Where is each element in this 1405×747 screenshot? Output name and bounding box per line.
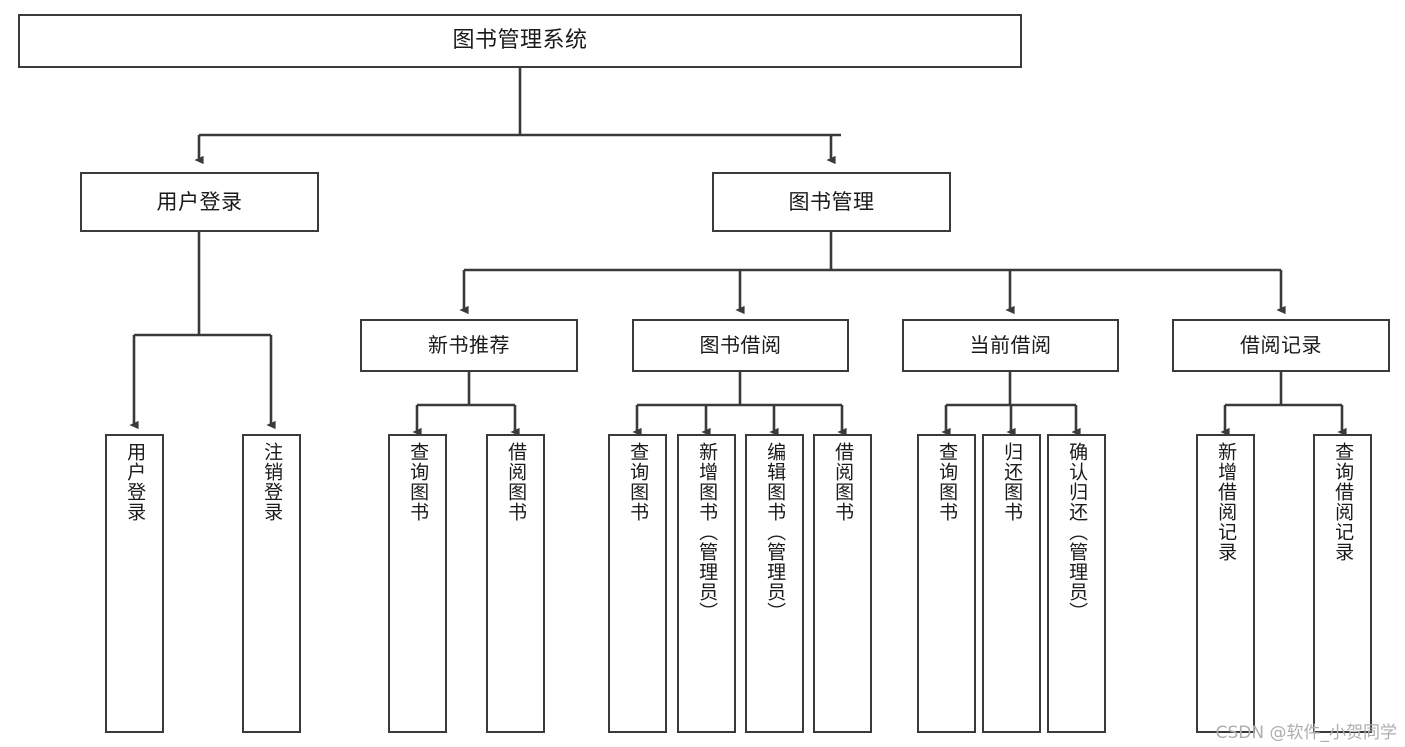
node-leaf-edit-book-admin-label: 编辑图书（管理员）	[764, 442, 787, 622]
node-book-manage-label: 图书管理	[788, 189, 875, 214]
node-leaf-borrow-query-book-label: 查询图书	[627, 442, 650, 522]
node-leaf-logout[interactable]: 注销登录	[242, 434, 301, 733]
node-leaf-rec-borrow-book-label: 借阅图书	[505, 442, 528, 522]
node-leaf-borrow-book[interactable]: 借阅图书	[813, 434, 872, 733]
node-leaf-add-record-label: 新增借阅记录	[1215, 442, 1238, 562]
node-user-login[interactable]: 用户登录	[80, 172, 319, 232]
node-leaf-query-record-label: 查询借阅记录	[1332, 442, 1355, 562]
node-root-system[interactable]: 图书管理系统	[18, 14, 1022, 68]
node-root-system-label: 图书管理系统	[452, 28, 588, 54]
node-leaf-add-book-admin[interactable]: 新增图书（管理员）	[677, 434, 736, 733]
node-leaf-return-book-label: 归还图书	[1001, 442, 1024, 522]
node-leaf-edit-book-admin[interactable]: 编辑图书（管理员）	[745, 434, 804, 733]
node-leaf-query-record[interactable]: 查询借阅记录	[1313, 434, 1372, 733]
node-current-borrow[interactable]: 当前借阅	[902, 319, 1119, 372]
node-book-manage[interactable]: 图书管理	[712, 172, 951, 232]
node-current-borrow-label: 当前借阅	[969, 332, 1052, 357]
node-leaf-add-record[interactable]: 新增借阅记录	[1196, 434, 1255, 733]
node-borrow-record[interactable]: 借阅记录	[1172, 319, 1390, 372]
node-leaf-logout-label: 注销登录	[261, 442, 284, 522]
node-new-book-recommendation[interactable]: 新书推荐	[360, 319, 578, 372]
node-book-borrow[interactable]: 图书借阅	[632, 319, 849, 372]
node-leaf-return-book[interactable]: 归还图书	[982, 434, 1041, 733]
node-leaf-add-book-admin-label: 新增图书（管理员）	[696, 442, 719, 622]
node-leaf-rec-borrow-book[interactable]: 借阅图书	[486, 434, 545, 733]
node-leaf-confirm-return-admin-label: 确认归还（管理员）	[1066, 442, 1089, 622]
node-leaf-confirm-return-admin[interactable]: 确认归还（管理员）	[1047, 434, 1106, 733]
node-user-login-label: 用户登录	[156, 189, 243, 214]
node-leaf-current-query-book-label: 查询图书	[936, 442, 959, 522]
node-new-book-recommendation-label: 新书推荐	[428, 332, 510, 357]
node-leaf-rec-query-book[interactable]: 查询图书	[388, 434, 447, 733]
node-leaf-user-login[interactable]: 用户登录	[105, 434, 164, 733]
node-leaf-borrow-query-book[interactable]: 查询图书	[608, 434, 667, 733]
node-borrow-record-label: 借阅记录	[1240, 332, 1322, 357]
node-leaf-borrow-book-label: 借阅图书	[832, 442, 855, 522]
node-book-borrow-label: 图书借阅	[699, 332, 782, 357]
node-leaf-rec-query-book-label: 查询图书	[407, 442, 430, 522]
node-leaf-current-query-book[interactable]: 查询图书	[917, 434, 976, 733]
node-leaf-user-login-label: 用户登录	[124, 442, 147, 522]
